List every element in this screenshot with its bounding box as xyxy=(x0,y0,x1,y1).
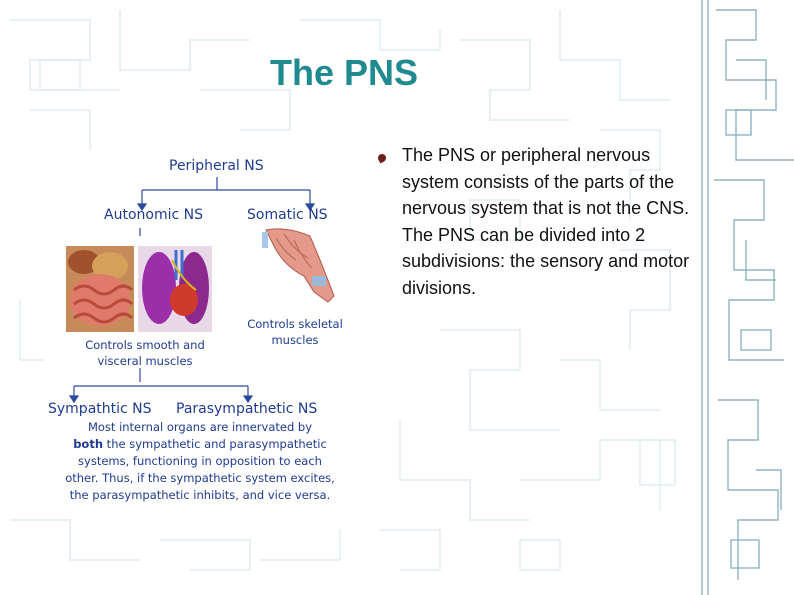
peripheral-ns-label: Peripheral NS xyxy=(169,158,264,174)
note-line-2-rest: the sympathetic and parasympathetic xyxy=(103,437,327,451)
bullet-text: The PNS or peripheral nervous system con… xyxy=(402,142,692,301)
note-line-1: Most internal organs are innervated by xyxy=(54,419,346,436)
innervation-note: Most internal organs are innervated by b… xyxy=(54,419,346,504)
autonomic-caption-line-2: visceral muscles xyxy=(80,353,210,369)
slide-title: The PNS xyxy=(270,52,418,94)
sympathetic-ns-label: Sympathtic NS xyxy=(48,401,152,417)
note-line-5: the parasympathetic inhibits, and vice v… xyxy=(54,487,346,504)
somatic-ns-label: Somatic NS xyxy=(247,207,328,223)
note-line-4: other. Thus, if the sympathetic system e… xyxy=(54,470,346,487)
skeletal-muscle-arm-image xyxy=(260,228,334,310)
autonomic-caption-line-1: Controls smooth and xyxy=(80,337,210,353)
somatic-caption: Controls skeletal muscles xyxy=(240,316,350,348)
somatic-caption-line-2: muscles xyxy=(240,332,350,348)
parasympathetic-ns-label: Parasympathetic NS xyxy=(176,401,317,417)
right-border-strip xyxy=(696,0,794,595)
note-line-3: systems, functioning in opposition to ea… xyxy=(54,453,346,470)
somatic-caption-line-1: Controls skeletal xyxy=(240,316,350,332)
thoracic-organs-image xyxy=(138,246,212,332)
note-line-2: both the sympathetic and parasympathetic xyxy=(54,436,346,453)
note-emphasis: both xyxy=(73,437,103,451)
pns-diagram: Peripheral NS Autonomic NS Somatic NS Co… xyxy=(44,150,356,505)
autonomic-caption: Controls smooth and visceral muscles xyxy=(80,337,210,369)
abdominal-organs-image xyxy=(66,246,134,332)
autonomic-ns-label: Autonomic NS xyxy=(104,207,203,223)
